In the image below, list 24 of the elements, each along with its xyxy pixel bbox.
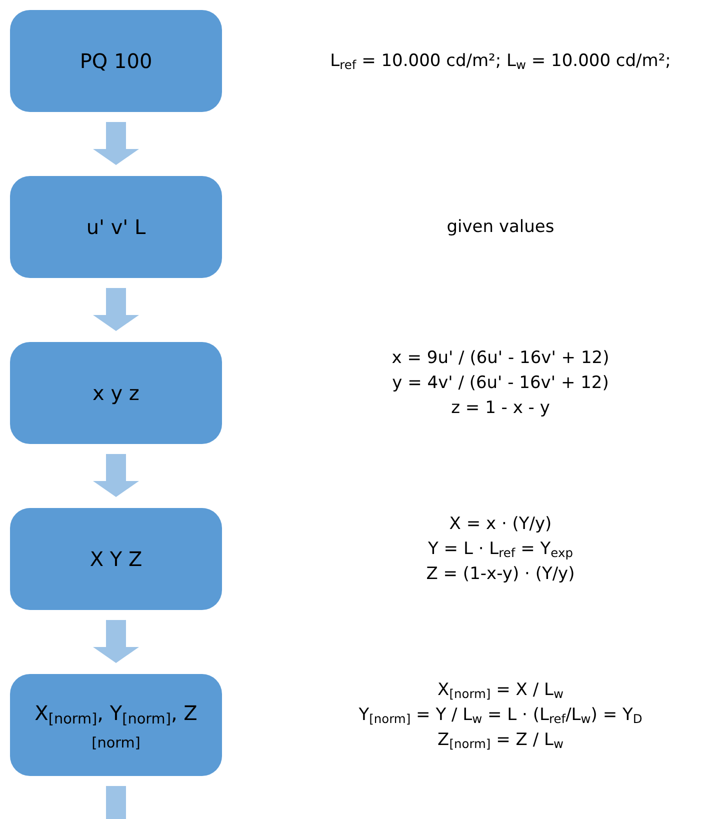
block-arrow xyxy=(93,122,139,165)
block-arrow xyxy=(93,454,139,497)
formula-text: x = 9u' / (6u' - 16v' + 12) xyxy=(390,347,610,370)
process-box xyxy=(10,176,222,278)
box-label: x y z xyxy=(92,381,140,405)
formula-text: X = x · (Y/y) xyxy=(448,513,553,536)
formula-text: Z = (1-x-y) · (Y/y) xyxy=(425,563,576,586)
formula-text: Y$_{[norm]}$ = Y / L$_{w}$ = L · (L$_{ref}$/L$_{w}$) = Y$_{D}$ xyxy=(358,704,644,727)
process-box xyxy=(10,674,222,776)
block-arrow xyxy=(93,288,139,331)
process-box xyxy=(10,342,222,444)
formula-text: Y = L · L$_{ref}$ = Y$_{exp}$ xyxy=(427,538,574,561)
block-arrow xyxy=(93,620,139,663)
formula-text: z = 1 - x - y xyxy=(450,397,551,420)
note-text: given values xyxy=(446,216,556,239)
formula-text: Z$_{[norm]}$ = Z / L$_{w}$ xyxy=(436,729,564,752)
box-label: u' v' L xyxy=(86,215,146,239)
process-box xyxy=(10,10,222,112)
formula-text: L$_{ref}$ = 10.000 cd/m²; L$_{w}$ = 10.000 cd/m²; xyxy=(329,50,672,73)
process-box xyxy=(10,508,222,610)
formula-text: X$_{[norm]}$ = X / L$_{w}$ xyxy=(436,679,564,702)
box-label: PQ 100 xyxy=(80,49,152,73)
formula-text: y = 4v' / (6u' - 16v' + 12) xyxy=(391,372,610,395)
box-label: X Y Z xyxy=(90,547,142,571)
